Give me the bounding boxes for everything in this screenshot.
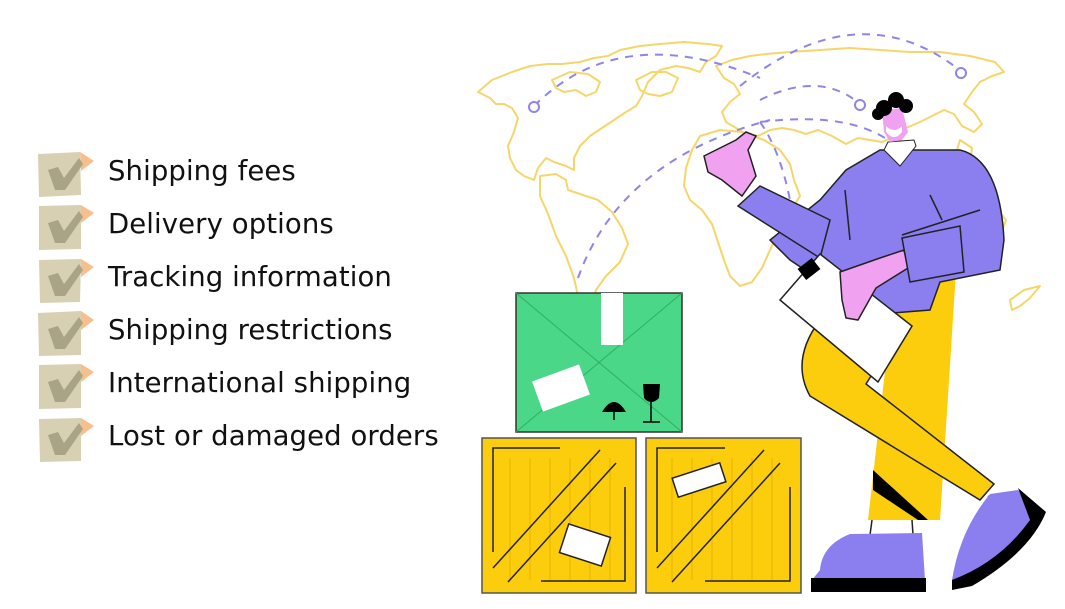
checklist-label: Shipping fees <box>108 155 296 187</box>
route-lines <box>533 33 963 279</box>
checklist-label: Delivery options <box>108 208 334 240</box>
yellow-crate-left <box>481 437 637 594</box>
checklist-label: Lost or damaged orders <box>108 420 439 452</box>
checklist-label: Tracking information <box>108 261 392 293</box>
checklist-label: Shipping restrictions <box>108 314 393 346</box>
checklist-label: International shipping <box>108 367 412 399</box>
checkmark-box-icon <box>38 152 94 197</box>
shipping-illustration <box>477 33 1046 594</box>
checkmark-box-icon <box>39 259 94 303</box>
green-parcel <box>515 292 683 433</box>
delivery-man <box>703 92 1046 592</box>
yellow-crate-right <box>645 437 802 594</box>
checkmark-box-icon <box>39 418 94 462</box>
checkmark-box-icon <box>38 311 94 356</box>
checkmark-box-icon <box>39 364 94 409</box>
checkmark-box-icon <box>39 205 94 250</box>
